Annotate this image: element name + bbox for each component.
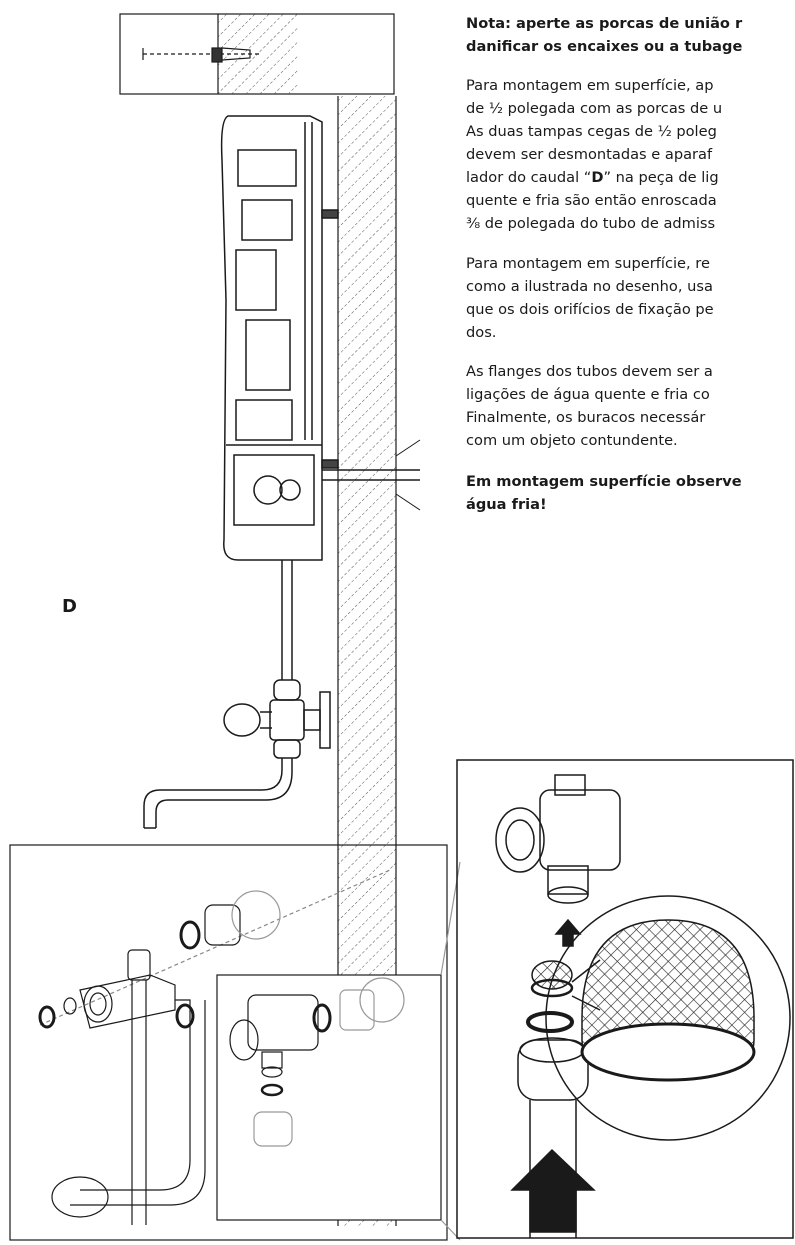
wall-plug-detail [119,13,395,95]
strainer-detail [456,759,794,1239]
paragraph-line: que os dois orifícios de fixação pe [466,301,714,318]
note-heading: Nota: aperte as porcas de união r danifi… [466,12,795,58]
paragraph-line: como a ilustrada no desenho, usa [466,278,713,295]
paragraph-line: ligações de água quente e fria co [466,386,710,403]
paragraph-line: dos. [466,324,497,341]
water-heater-unit [220,115,421,561]
paragraph-2: Para montagem em superfície, re como a i… [466,252,795,344]
paragraph-3: As flanges dos tubos devem ser a ligaçõe… [466,360,795,452]
note-line: danificar os encaixes ou a tubage [466,38,743,55]
paragraph-line: com um objeto contundente. [466,432,678,449]
paragraph-1: Para montagem em superfície, ap de ½ pol… [466,74,795,235]
paragraph-line: lador do caudal “D” na peça de lig [466,169,719,186]
paragraph-line: ⅜ de polegada do tubo de admiss [466,215,716,232]
paragraph-line: devem ser desmontadas e aparaf [466,146,713,163]
paragraph-line: quente e fria são então enroscada [466,192,717,209]
warning-text: Em montagem superfície observe água fria… [466,470,795,516]
paragraph-line: Finalmente, os buracos necessár [466,409,706,426]
pipe-and-tap [143,560,331,829]
exploded-fittings-view [9,844,448,1241]
paragraph-line: As flanges dos tubos devem ser a [466,363,713,380]
label-d: D [62,596,77,617]
paragraph-line: Para montagem em superfície, re [466,255,710,272]
warning-line: Em montagem superfície observe [466,473,742,490]
paragraph-line: As duas tampas cegas de ½ poleg [466,123,717,140]
paragraph-line: de ½ polegada com as porcas de u [466,100,723,117]
note-line: Nota: aperte as porcas de união r [466,15,743,32]
paragraph-line: Para montagem em superfície, ap [466,77,714,94]
warning-line: água fria! [466,496,547,513]
valve-inset [216,861,461,1241]
